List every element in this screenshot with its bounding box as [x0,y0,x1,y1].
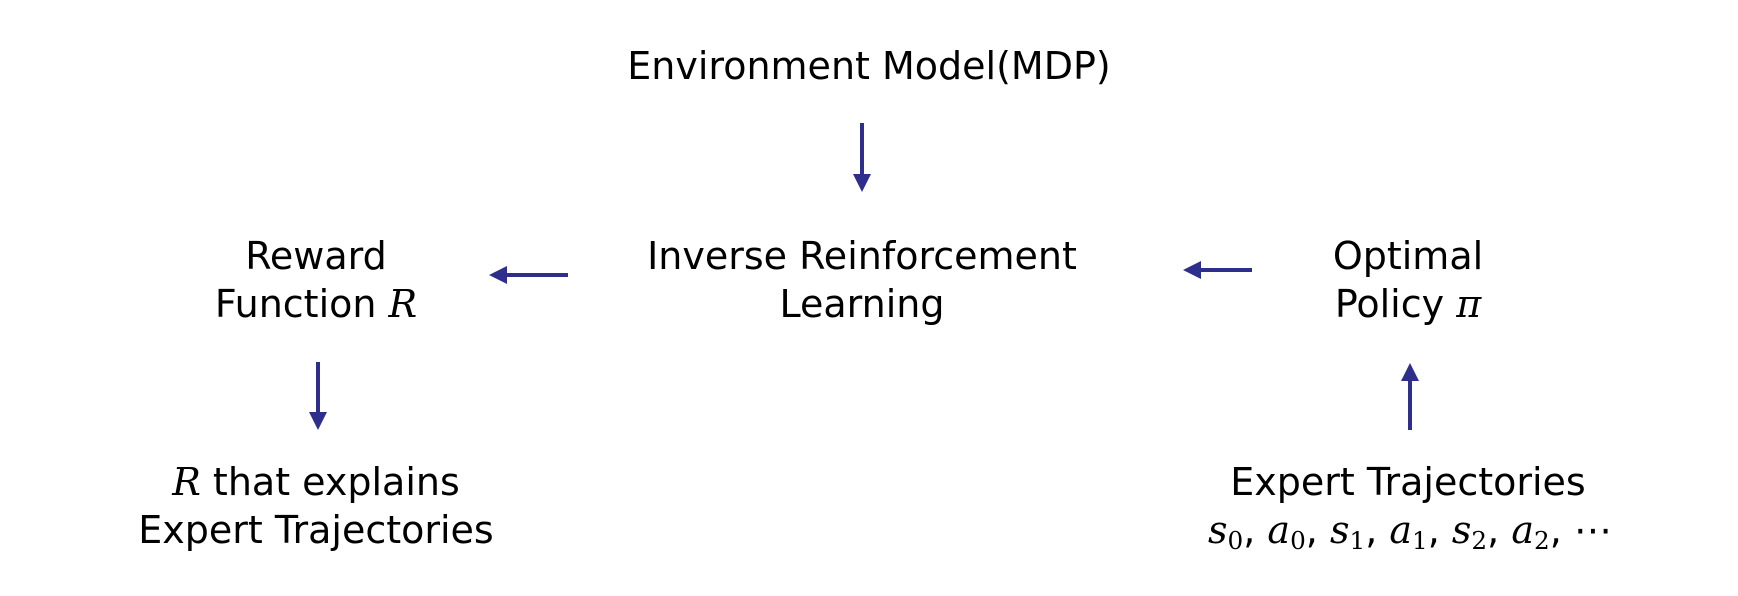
trajectory-separator: , [1427,508,1452,552]
r-explains-node: R that explains Expert Trajectories [116,458,516,554]
optimal-policy-label-line2: Policy π [1208,280,1608,328]
trajectory-separator: , [1305,508,1330,552]
trajectory-sequence: s0, a0, s1, a1, s2, a2, ⋯ [1208,506,1612,556]
reward-function-label-line2: Function R [116,280,516,328]
environment-model-label: Environment Model(MDP) [627,44,1111,88]
trajectory-ellipsis: ⋯ [1573,508,1612,552]
trajectory-separator: , [1487,508,1512,552]
trajectory-separator: , [1549,508,1574,552]
trajectory-term: a0 [1267,508,1306,556]
trajectory-term: a1 [1389,508,1428,556]
environment-model-node: Environment Model(MDP) [569,42,1169,90]
trajectory-separator: , [1365,508,1390,552]
trajectory-separator: , [1243,508,1268,552]
arrow-expert-to-policy [1401,363,1419,430]
r-explains-symbol: R [172,460,201,504]
optimal-policy-text: Policy [1334,282,1457,326]
inverse-rl-label-line1: Inverse Reinforcement [647,234,1077,278]
trajectory-term: s1 [1329,508,1366,556]
reward-function-node: Reward Function R [116,232,516,328]
reward-function-label-line1: Reward [245,234,387,278]
inverse-rl-node: Inverse Reinforcement Learning [562,232,1162,328]
expert-trajectories-label: Expert Trajectories [1230,460,1586,504]
expert-trajectories-node: Expert Trajectories s0, a0, s1, a1, s2, … [1208,458,1612,556]
policy-symbol: π [1456,282,1482,326]
trajectory-term: a2 [1511,508,1550,556]
trajectory-term: s0 [1208,508,1244,556]
optimal-policy-label-line1: Optimal [1332,234,1484,278]
inverse-rl-label-line2: Learning [779,282,945,326]
reward-symbol: R [388,282,418,326]
r-explains-text: that explains [200,460,460,504]
trajectory-term: s2 [1451,508,1488,556]
r-explains-label-line1: R that explains [116,458,516,506]
arrow-environment-to-irl [853,123,871,192]
optimal-policy-node: Optimal Policy π [1208,232,1608,328]
arrow-reward-to-r-explains [309,362,327,430]
reward-function-text: Function [214,282,389,326]
r-explains-label-line2: Expert Trajectories [138,508,494,552]
